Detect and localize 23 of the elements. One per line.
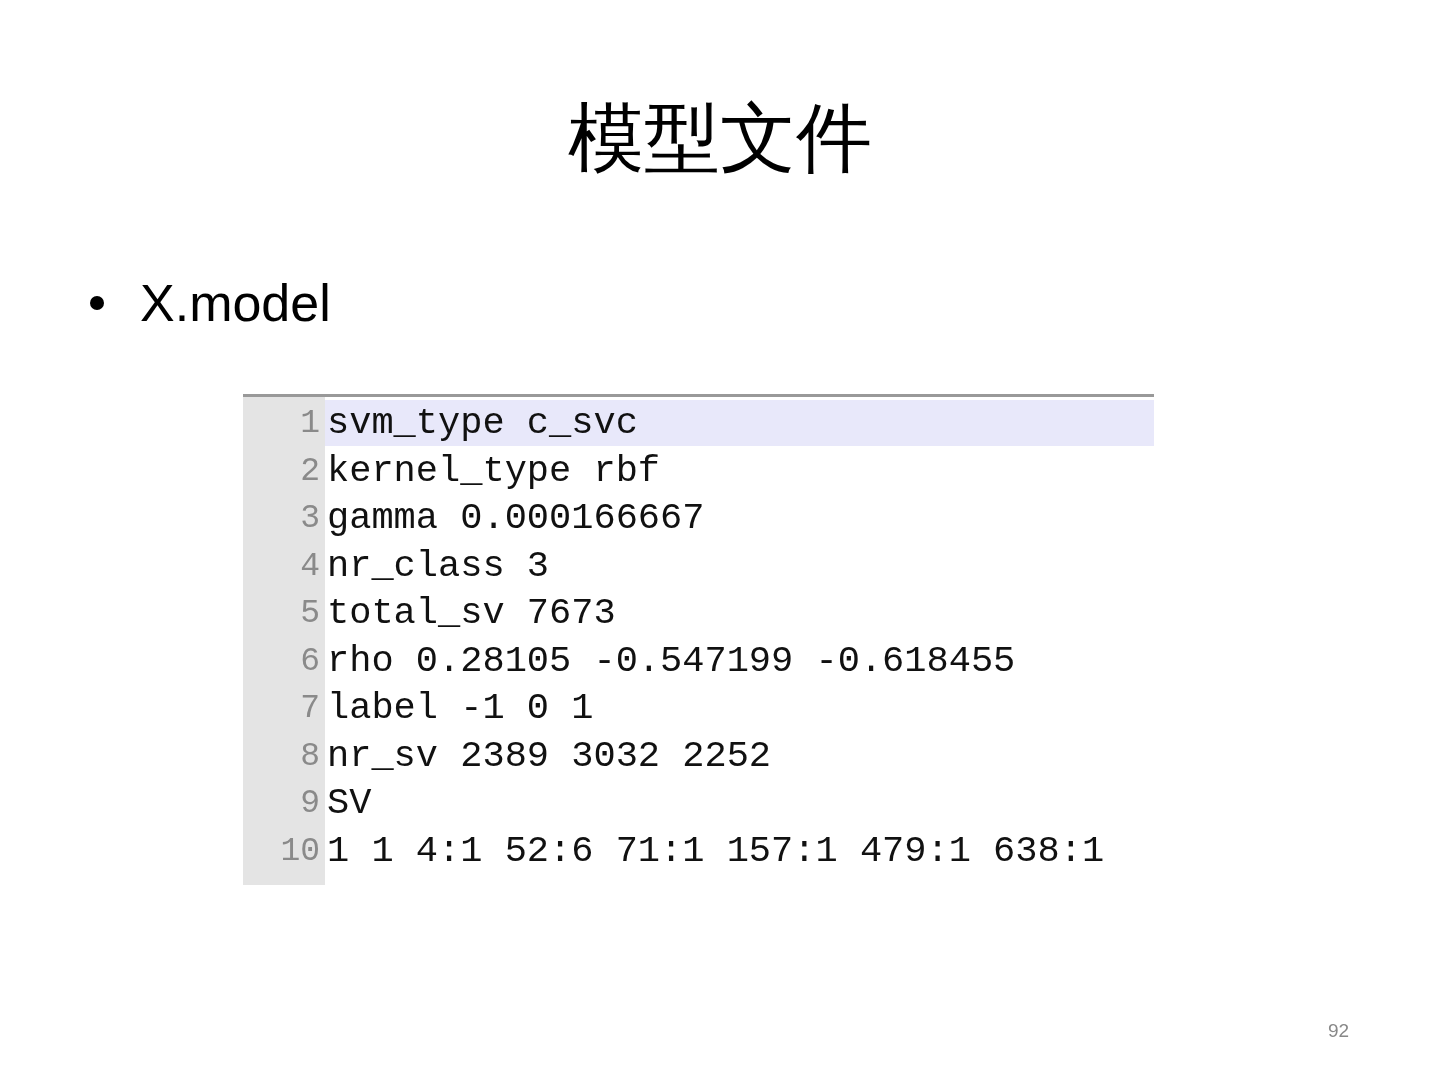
line-number: 8 (300, 736, 320, 777)
line-number: 10 (280, 831, 320, 872)
code-line: rho 0.28105 -0.547199 -0.618455 (327, 638, 1016, 684)
code-line: gamma 0.000166667 (327, 496, 705, 541)
page-number: 92 (1328, 1020, 1350, 1042)
line-number: 1 (300, 404, 320, 444)
line-number: 4 (300, 546, 320, 587)
code-line: SV (327, 781, 372, 826)
line-number: 5 (300, 594, 320, 634)
slide-title: 模型文件 (567, 92, 873, 184)
line-number: 9 (300, 784, 320, 824)
code-line: total_sv 7673 (327, 591, 616, 636)
line-number: 2 (300, 451, 320, 492)
code-line: label -1 0 1 (327, 686, 594, 731)
code-line: 1 1 4:1 52:6 71:1 157:1 479:1 638:1 (327, 828, 1105, 874)
code-line: nr_class 3 (327, 543, 550, 589)
code-line: nr_sv 2389 3032 2252 (327, 733, 772, 779)
line-number: 3 (300, 499, 320, 539)
bullet-text: X.model (140, 273, 331, 334)
line-number: 6 (300, 641, 320, 682)
line-number: 7 (300, 689, 320, 729)
code-line: kernel_type rbf (327, 448, 661, 494)
code-line: svm_type c_svc (327, 401, 638, 446)
